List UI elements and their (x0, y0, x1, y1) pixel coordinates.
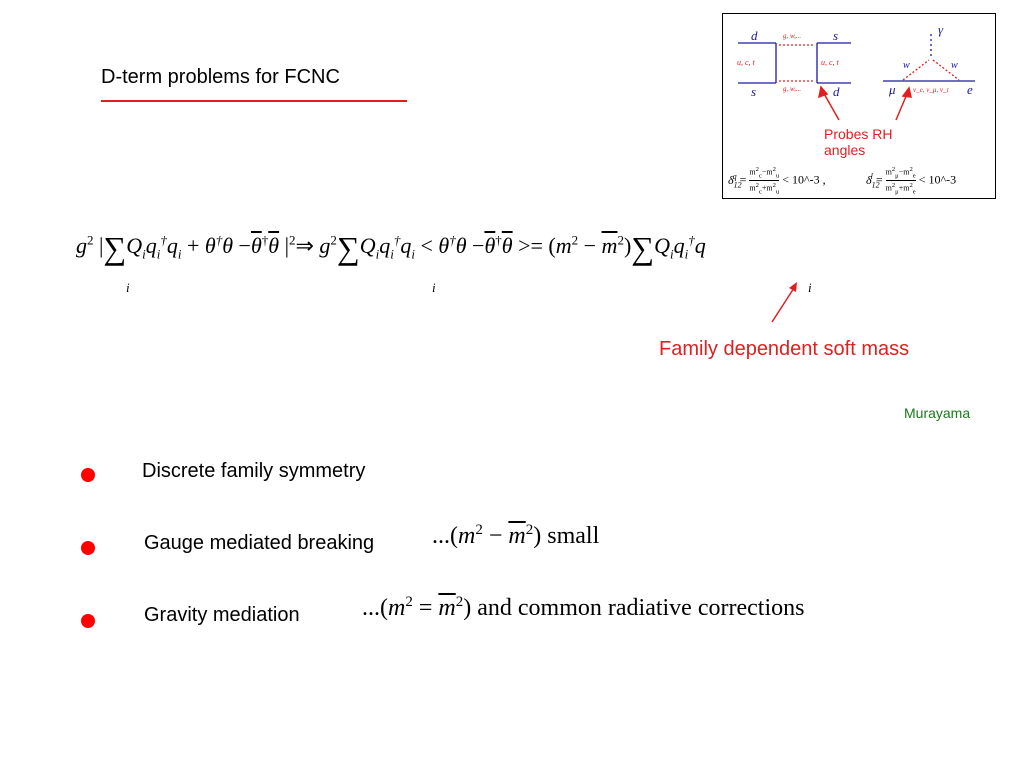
delta-l-limit: < 10^-3 (918, 172, 957, 187)
w-left-label: w (903, 60, 910, 71)
neutrino-label: ν_e, ν_μ, ν_τ (913, 86, 949, 94)
s-bottom-label: s (751, 84, 757, 99)
sum-symbol: ∑ (103, 230, 127, 266)
slide-title: D-term problems for FCNC (101, 66, 340, 88)
bullet-text: Discrete family symmetry (142, 460, 366, 482)
bullet-text: Gauge mediated breaking (144, 532, 375, 554)
d-bottom-label: d (833, 84, 840, 99)
bullet-dot (81, 468, 95, 482)
d-term-equation: g2 |∑Qiqi†qi + θ†θ −θ†θ |2⇒ g2∑Qiqi†qi <… (76, 230, 706, 266)
sum-index: i (126, 280, 130, 295)
quark-left-label: u, c, t (737, 58, 755, 67)
sum-symbol: ∑ (631, 230, 655, 266)
box-bottom-label: g, w,... (783, 85, 802, 93)
author-credit: Murayama (904, 405, 971, 421)
delta-q-symbol: δ12q (728, 171, 742, 189)
bullet-math-text: and common radiative corrections (477, 595, 805, 621)
triangle-propagators (902, 59, 960, 81)
pointer-arrow (771, 282, 797, 323)
sum-index: i (808, 280, 812, 295)
mu-label: μ (889, 82, 896, 97)
title-underline (101, 100, 407, 102)
delta-q-bound: δ12q = m2c−m2u m2c+m2u < 10^-3 , (728, 166, 826, 196)
sum-symbol: ∑ (336, 230, 360, 266)
d-top-label: d (751, 28, 758, 43)
triangle-diagram (883, 34, 975, 82)
box-top-label: g, w,... (783, 32, 802, 40)
gamma-label: γ (938, 22, 944, 37)
w-right-label: w (951, 60, 958, 71)
bullet-math-text: small (547, 523, 600, 549)
s-top-label: s (833, 28, 839, 43)
probes-rh-label: Probes RH angles (824, 126, 893, 158)
bullet-text: Gravity mediation (144, 604, 300, 626)
probe-arrows (817, 85, 912, 121)
delta-l-bound: δ12l = m2μ−m2e m2μ+m2e < 10^-3 (866, 166, 957, 196)
bullet-math: ...(m2 = m2) and common radiative correc… (362, 594, 805, 621)
feynman-diagram-box: d s g, w,... u, c, t u, c, t g, w,... s … (722, 13, 996, 199)
bullet-dot (81, 614, 95, 628)
box-propagators (779, 44, 815, 82)
delta-q-limit: < 10^-3 , (782, 172, 826, 187)
delta-l-fraction: m2μ−m2e m2μ+m2e (885, 166, 916, 196)
quark-right-label: u, c, t (821, 58, 839, 67)
e-label: e (967, 82, 973, 97)
sum-index: i (432, 280, 436, 295)
family-dependent-label: Family dependent soft mass (659, 338, 910, 360)
box-diagram (738, 42, 851, 84)
bullet-dot (81, 541, 95, 555)
feynman-diagrams (738, 34, 975, 121)
delta-l-symbol: δ12l (866, 171, 880, 189)
bullet-math: ...(m2 − m2) small (432, 522, 600, 549)
delta-q-fraction: m2c−m2u m2c+m2u (749, 166, 780, 196)
